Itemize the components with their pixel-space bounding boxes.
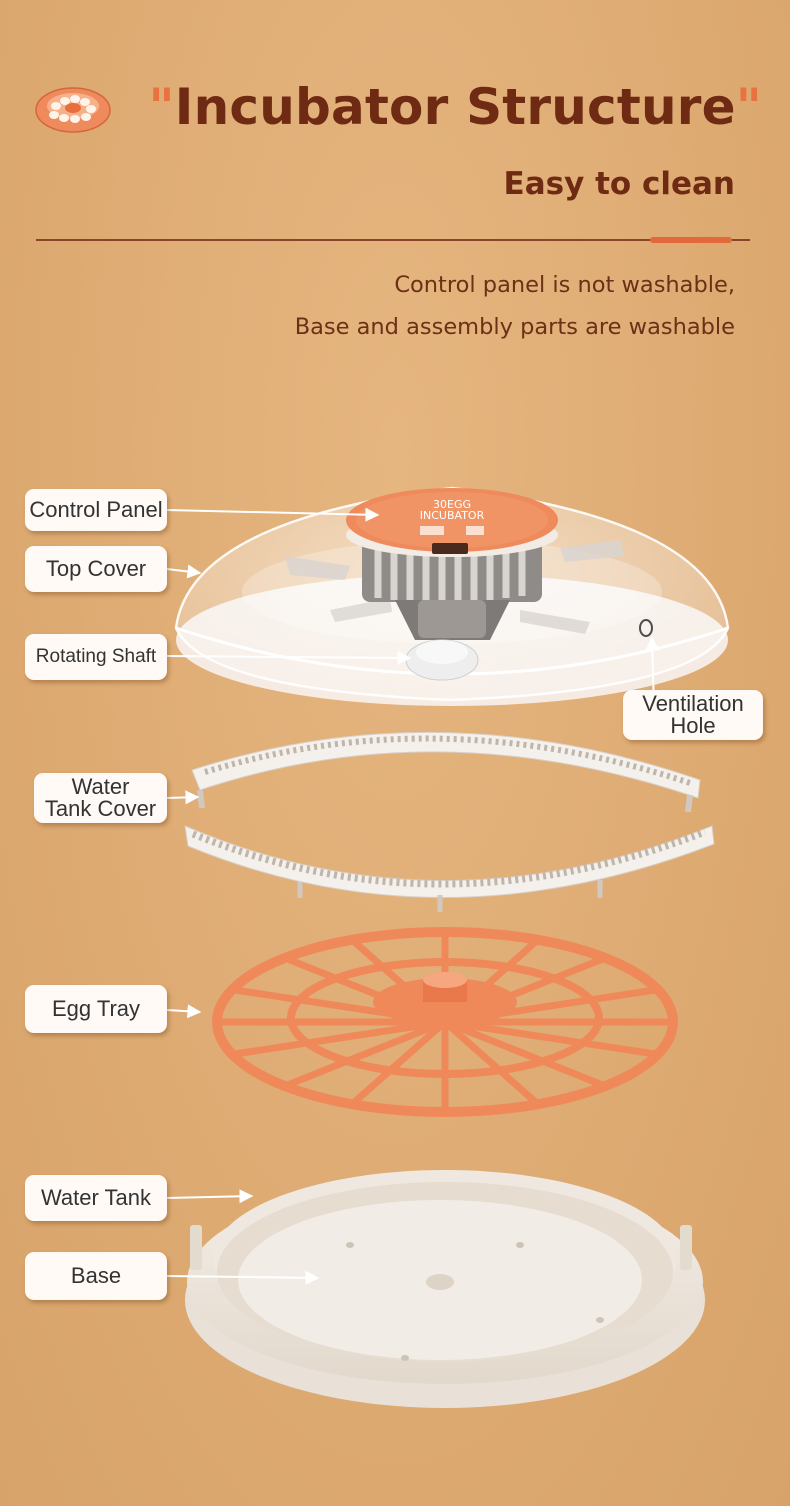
- label-ventilation-hole-line1: Ventilation: [642, 691, 744, 716]
- divider-line: [36, 239, 750, 241]
- title-quote-close: ": [735, 78, 762, 136]
- product-label-line2: INCUBATOR: [420, 509, 485, 522]
- label-top-cover-text: Top Cover: [45, 556, 147, 581]
- divider-accent: [650, 237, 732, 243]
- label-control-panel: Control Panel: [25, 489, 167, 531]
- page-title: "Incubator Structure": [149, 78, 762, 136]
- top-cover-illustration: 30EGG INCUBATOR: [174, 486, 730, 706]
- label-base: Base: [25, 1252, 167, 1300]
- label-egg-tray: Egg Tray: [25, 985, 167, 1033]
- label-egg-tray-text: Egg Tray: [51, 996, 141, 1021]
- label-ventilation-hole: Ventilation Hole: [623, 690, 763, 740]
- label-ventilation-hole-line2: Hole: [670, 713, 716, 738]
- label-water-tank-cover: Water Tank Cover: [34, 773, 167, 823]
- egg-tray-illustration: [212, 927, 678, 1117]
- water-tank-cover-illustration: [184, 731, 715, 912]
- label-rotating-shaft-text: Rotating Shaft: [35, 646, 157, 667]
- product-label-line1: 30EGG: [433, 498, 471, 511]
- label-water-tank-cover-line2: Tank Cover: [44, 796, 157, 821]
- label-rotating-shaft: Rotating Shaft: [25, 634, 167, 680]
- label-water-tank-text: Water Tank: [40, 1185, 152, 1210]
- label-water-tank-cover-line1: Water: [71, 774, 130, 799]
- label-water-tank: Water Tank: [25, 1175, 167, 1221]
- incubator-logo-icon: [35, 87, 111, 133]
- label-control-panel-text: Control Panel: [29, 497, 163, 522]
- label-base-text: Base: [70, 1263, 122, 1288]
- leader-lines: [166, 507, 660, 1285]
- title-quote-open: ": [148, 78, 175, 136]
- subtitle: Easy to clean: [503, 166, 735, 202]
- label-top-cover: Top Cover: [25, 546, 167, 592]
- description-line-1: Control panel is not washable,: [394, 272, 735, 298]
- base-illustration: [185, 1170, 705, 1408]
- title-text: Incubator Structure: [174, 78, 736, 136]
- description-line-2: Base and assembly parts are washable: [294, 314, 735, 340]
